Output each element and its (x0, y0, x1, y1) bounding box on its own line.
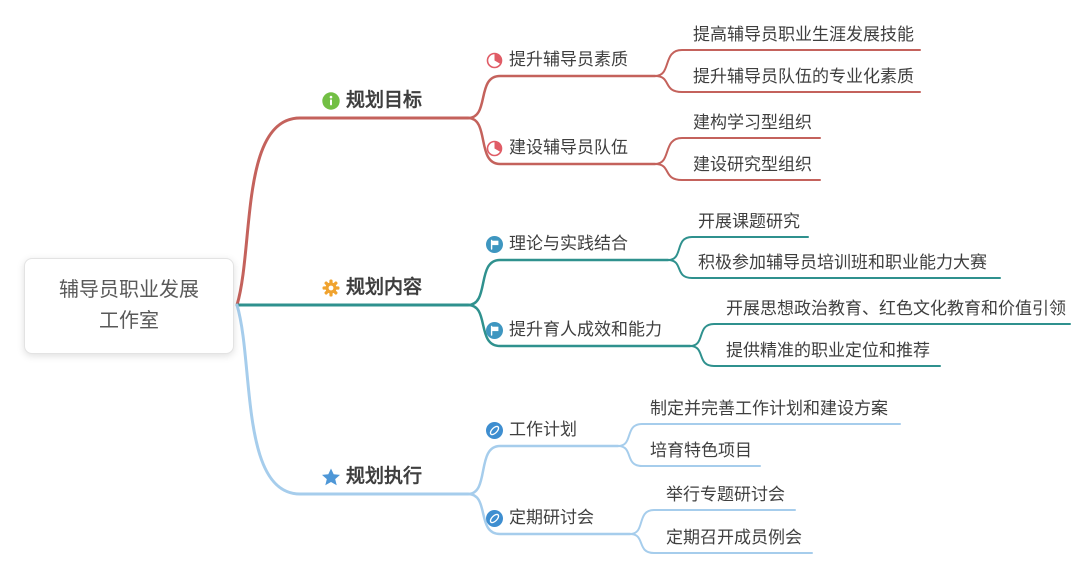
node-work-plan[interactable]: 工作计划 (486, 420, 577, 440)
node-label: 提升育人成效和能力 (509, 320, 662, 339)
pie-chart-icon (486, 140, 503, 156)
pie-chart-icon (486, 52, 503, 68)
connector-branch1-sub2 (466, 116, 657, 166)
leaf-node[interactable]: 积极参加辅导员培训班和职业能力大赛 (698, 253, 987, 272)
leaf-node[interactable]: 建构学习型组织 (693, 113, 812, 132)
leaf-node[interactable]: 提供精准的职业定位和推荐 (726, 341, 930, 360)
node-label: 定期研讨会 (509, 508, 594, 527)
leaf-node[interactable]: 定期召开成员例会 (666, 528, 802, 547)
node-label: 工作计划 (509, 420, 577, 439)
node-planning-goals[interactable]: 规划目标 (322, 90, 422, 113)
node-planning-execution[interactable]: 规划执行 (322, 466, 422, 489)
connector-branch1-sub1 (466, 74, 657, 120)
node-build-counselor-team[interactable]: 建设辅导员队伍 (486, 138, 628, 158)
flag-icon (486, 235, 503, 253)
leaf-node[interactable]: 制定并完善工作计划和建设方案 (650, 399, 888, 418)
leaf-node[interactable]: 开展思想政治教育、红色文化教育和价值引领 (726, 299, 1066, 318)
connector-branch1-main (235, 116, 470, 307)
root-node[interactable]: 辅导员职业发展工作室 (24, 258, 234, 354)
connector-branch3-leaf4 (629, 533, 813, 554)
star-icon (322, 468, 340, 486)
connector-branch3-leaf2 (617, 445, 761, 467)
root-node-label: 辅导员职业发展工作室 (59, 279, 199, 332)
node-regular-seminar[interactable]: 定期研讨会 (486, 508, 594, 528)
connector-branch1-leaf3 (654, 137, 821, 165)
connector-branch3-leaf3 (629, 509, 796, 535)
node-label: 规划执行 (346, 466, 423, 487)
paperclip-icon (486, 509, 503, 527)
gear-icon (322, 279, 340, 297)
leaf-node[interactable]: 建设研究型组织 (693, 155, 812, 174)
connector-branch3-sub1 (466, 444, 620, 496)
connector-branch3-leaf1 (617, 423, 901, 447)
connector-branch2-leaf1 (667, 236, 809, 261)
leaf-node[interactable]: 培育特色项目 (650, 441, 752, 460)
node-label: 理论与实践结合 (509, 234, 628, 253)
info-icon (322, 92, 340, 111)
node-improve-counselor-quality[interactable]: 提升辅导员素质 (486, 50, 628, 70)
paperclip-icon (486, 421, 503, 439)
connector-branch2-sub2 (466, 303, 692, 348)
leaf-node[interactable]: 开展课题研究 (698, 212, 800, 231)
leaf-node[interactable]: 举行专题研讨会 (666, 485, 785, 504)
connector-branch2-leaf2 (667, 259, 1001, 279)
connector-branch1-leaf2 (654, 75, 921, 93)
node-label: 提升辅导员素质 (509, 50, 628, 69)
connector-branch1-leaf4 (654, 163, 821, 181)
node-label: 规划目标 (346, 90, 423, 111)
connector-branch3-sub2 (466, 492, 632, 536)
leaf-node[interactable]: 提升辅导员队伍的专业化素质 (693, 67, 914, 86)
node-improve-education-effect[interactable]: 提升育人成效和能力 (486, 320, 662, 340)
connector-branch2-sub1 (466, 258, 670, 307)
flag-icon (486, 321, 503, 339)
connector-branch2-leaf4 (689, 345, 941, 367)
connector-branch3-main (235, 303, 470, 496)
node-theory-practice[interactable]: 理论与实践结合 (486, 234, 628, 254)
leaf-node[interactable]: 提高辅导员职业生涯发展技能 (693, 25, 914, 44)
node-planning-content[interactable]: 规划内容 (322, 277, 422, 300)
node-label: 建设辅导员队伍 (509, 138, 628, 157)
connector-branch2-leaf3 (689, 323, 1071, 347)
node-label: 规划内容 (346, 277, 423, 298)
connector-branch1-leaf1 (654, 49, 921, 77)
